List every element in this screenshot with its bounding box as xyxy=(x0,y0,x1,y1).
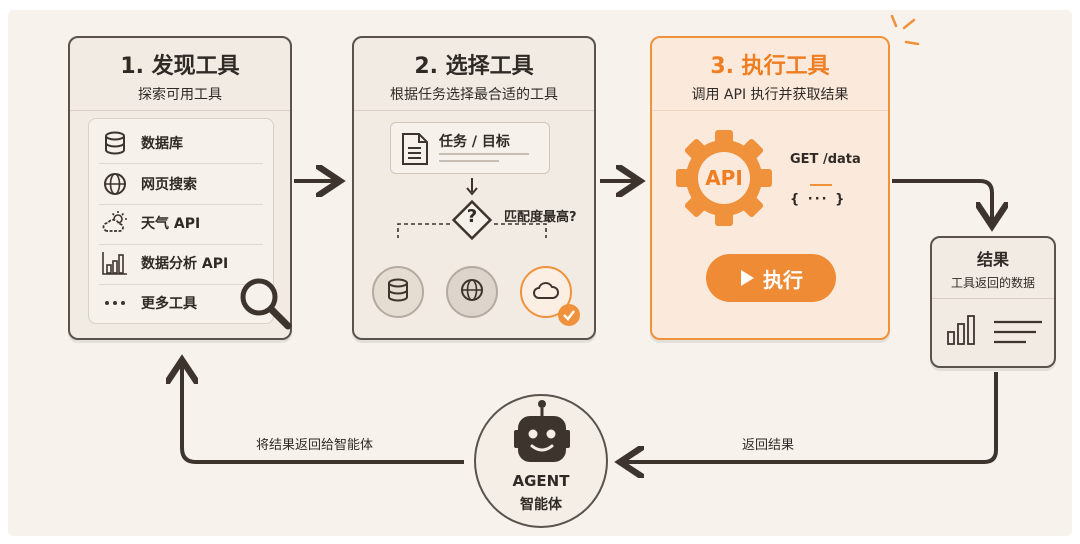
database-icon xyxy=(385,277,411,307)
arrow-step3-to-result xyxy=(892,179,992,222)
task-label: 任务 / 目标 xyxy=(439,134,510,150)
text-placeholder-line xyxy=(439,153,529,155)
gear-icon xyxy=(672,126,776,234)
step-discover-subtitle: 探索可用工具 xyxy=(138,87,222,103)
step-execute-card: 3. 执行工具 调用 API 执行并获取结果 API GET xyxy=(650,36,890,340)
bar-chart-icon xyxy=(946,312,978,350)
tool-label: 天气 API xyxy=(141,216,201,232)
tool-item-weather-api[interactable]: 天气 API xyxy=(99,203,263,243)
step-select-title: 2. 选择工具 xyxy=(414,54,534,79)
highlight-spark-icon xyxy=(888,14,924,58)
divider xyxy=(99,204,263,205)
decision-symbol: ? xyxy=(466,206,478,227)
arrow-agent-to-step1 xyxy=(182,364,464,464)
database-icon xyxy=(99,127,131,159)
result-card: 结果 工具返回的数据 xyxy=(930,236,1056,368)
request-body: { ··· } xyxy=(790,192,847,207)
request-underline xyxy=(810,184,832,186)
cloud-icon xyxy=(532,279,560,305)
candidate-database[interactable] xyxy=(372,266,424,318)
tool-item-more[interactable]: 更多工具 xyxy=(99,283,263,323)
tool-label: 数据库 xyxy=(141,136,183,152)
bar-chart-icon xyxy=(99,247,131,279)
match-question: 匹配度最高? xyxy=(504,210,577,225)
agent-name: AGENT xyxy=(512,472,570,490)
step-execute-subtitle: 调用 API 执行并获取结果 xyxy=(691,87,849,103)
task-box: 任务 / 目标 xyxy=(390,122,550,174)
tool-item-database[interactable]: 数据库 xyxy=(99,123,263,163)
text-placeholder-line xyxy=(439,160,499,162)
divider xyxy=(932,298,1054,299)
arrow-result-to-agent xyxy=(624,372,998,462)
result-subtitle: 工具返回的数据 xyxy=(950,276,1035,290)
execute-button-label: 执行 xyxy=(763,267,803,292)
divider xyxy=(99,244,263,245)
divider xyxy=(99,163,263,164)
robot-icon xyxy=(510,398,574,472)
globe-icon xyxy=(459,277,485,307)
step-discover-card: 1. 发现工具 探索可用工具 数据库 网页搜索 天气 xyxy=(68,36,292,340)
result-title: 结果 xyxy=(976,250,1009,269)
tool-item-data-analysis-api[interactable]: 数据分析 API xyxy=(99,243,263,283)
tool-label: 网页搜索 xyxy=(141,177,197,193)
decision-diamond xyxy=(450,198,494,242)
tool-label: 数据分析 API xyxy=(141,256,229,272)
agent-subtitle: 智能体 xyxy=(520,497,562,513)
return-result-label: 返回结果 xyxy=(742,438,795,453)
flow-arrows xyxy=(8,10,1072,536)
divider xyxy=(652,110,888,111)
data-lines-icon xyxy=(992,318,1044,352)
tool-item-web-search[interactable]: 网页搜索 xyxy=(99,164,263,204)
feedback-label: 将结果返回给智能体 xyxy=(256,438,374,453)
execute-button[interactable]: 执行 xyxy=(706,254,836,302)
step-execute-title: 3. 执行工具 xyxy=(710,54,830,79)
candidate-cloud-selected[interactable] xyxy=(520,266,572,318)
step-select-card: 2. 选择工具 根据任务选择最合适的工具 任务 / 目标 ? 匹配度最高? xyxy=(352,36,596,340)
tool-label: 更多工具 xyxy=(141,296,197,312)
divider xyxy=(70,110,290,111)
ellipsis-icon xyxy=(99,287,131,319)
decision-connectors xyxy=(397,178,547,238)
step-discover-title: 1. 发现工具 xyxy=(120,54,240,79)
candidate-web-search[interactable] xyxy=(446,266,498,318)
check-icon xyxy=(558,304,580,326)
agent-circle: AGENT 智能体 xyxy=(474,394,608,528)
document-icon xyxy=(401,132,429,170)
request-line: GET /data xyxy=(790,152,861,167)
api-label: API xyxy=(705,166,743,190)
play-icon xyxy=(739,269,755,287)
divider xyxy=(354,110,594,111)
divider xyxy=(99,284,263,285)
weather-icon xyxy=(99,207,131,239)
magnifier-icon xyxy=(236,274,294,336)
step-select-subtitle: 根据任务选择最合适的工具 xyxy=(390,87,558,103)
globe-icon xyxy=(99,168,131,200)
diagram-canvas: 1. 发现工具 探索可用工具 数据库 网页搜索 天气 xyxy=(8,10,1072,536)
